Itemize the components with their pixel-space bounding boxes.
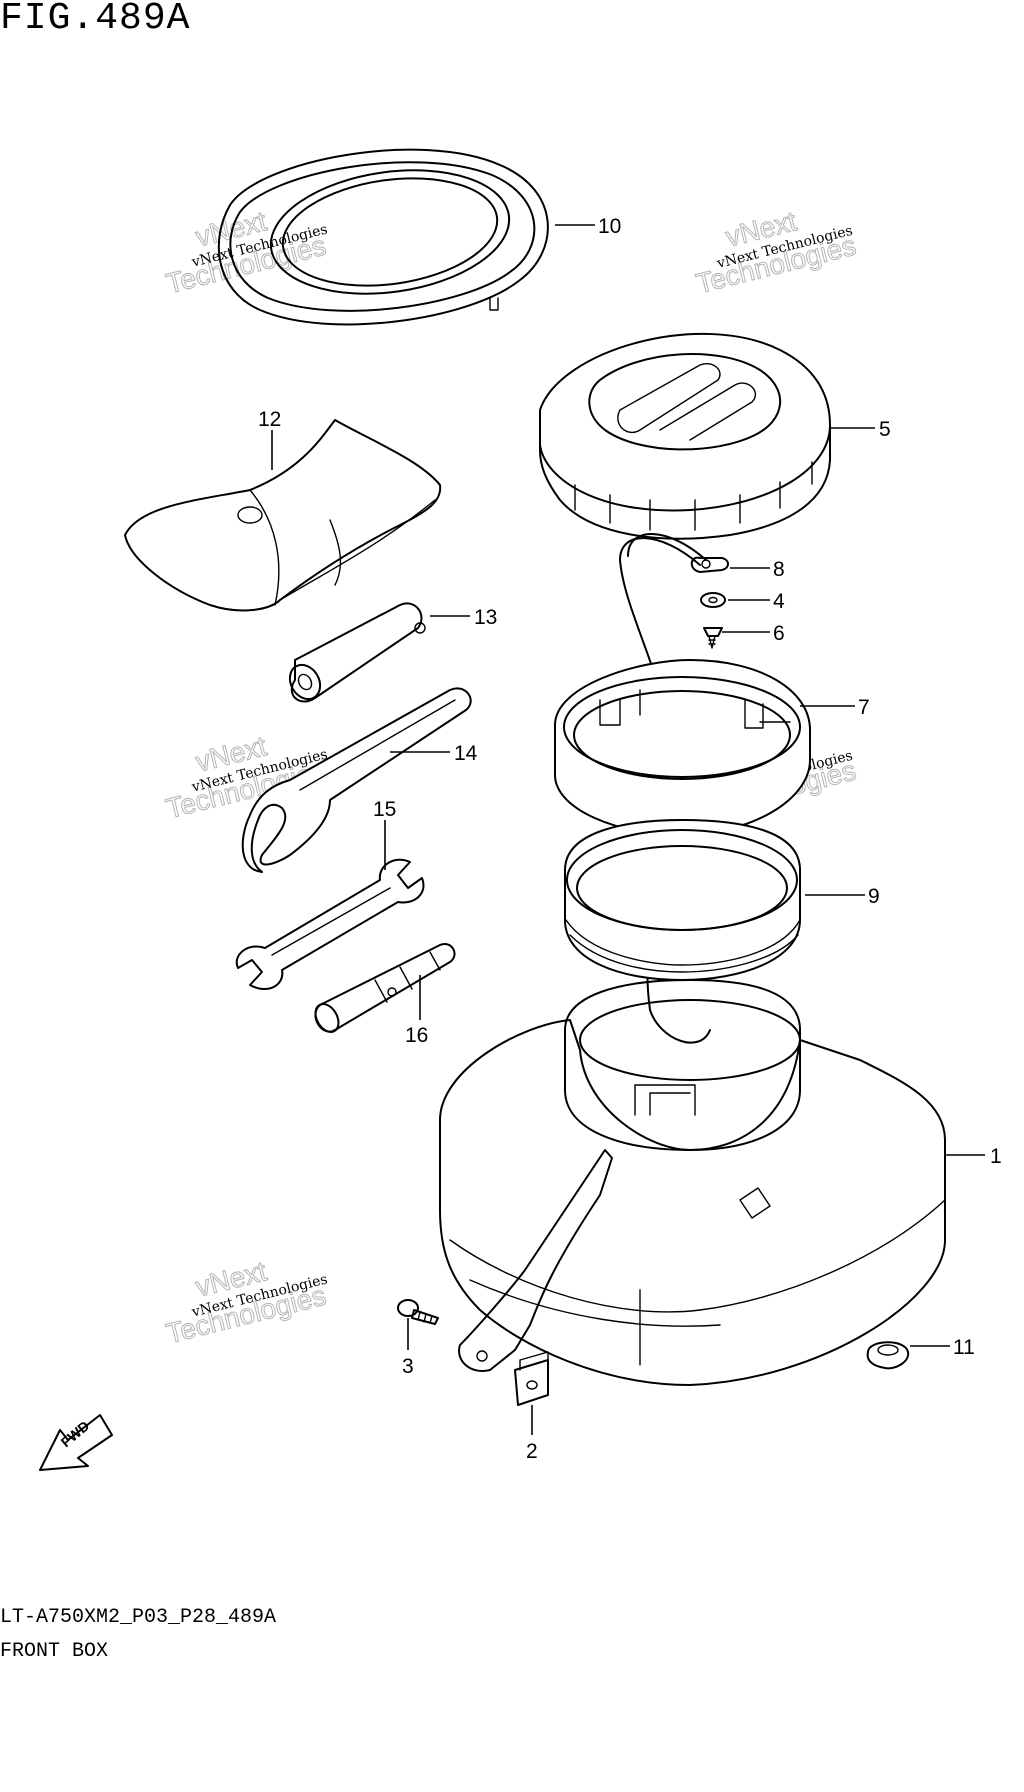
washer-part bbox=[700, 592, 726, 608]
front-box-body-part bbox=[439, 979, 946, 1386]
figure-title: FIG.489A bbox=[0, 0, 191, 40]
callout-1: 1 bbox=[990, 1145, 1002, 1168]
figure-code: LT-A750XM2_P03_P28_489A bbox=[0, 1606, 277, 1629]
screw-small-part bbox=[703, 627, 723, 649]
callout-15: 15 bbox=[373, 798, 396, 821]
leader-lines bbox=[271, 224, 985, 1435]
cap-part bbox=[539, 332, 831, 540]
plug-wrench-part bbox=[314, 943, 456, 1033]
ring-part bbox=[554, 659, 811, 836]
watermark-top-right: vNext Technologies vNext Technologies bbox=[692, 205, 859, 300]
callout-10: 10 bbox=[598, 215, 621, 238]
callout-7: 7 bbox=[858, 696, 870, 719]
callout-11: 11 bbox=[953, 1336, 975, 1359]
spanner-part bbox=[241, 687, 472, 873]
callout-labels: 10 5 12 8 4 6 13 7 14 15 9 16 1 3 11 2 bbox=[258, 215, 1002, 1463]
screw-part bbox=[397, 1299, 439, 1325]
callout-6: 6 bbox=[773, 622, 785, 645]
callout-12: 12 bbox=[258, 408, 281, 431]
grommet-part bbox=[866, 1341, 910, 1370]
handle-part bbox=[288, 602, 426, 703]
figure-name: FRONT BOX bbox=[0, 1640, 109, 1663]
callout-3: 3 bbox=[402, 1355, 414, 1378]
callout-14: 14 bbox=[454, 742, 478, 765]
seal-part bbox=[564, 819, 801, 981]
callout-2: 2 bbox=[526, 1440, 538, 1463]
watermark-bottom-left: vNext Technologies vNext Technologies bbox=[162, 1255, 329, 1350]
fwd-arrow-icon: FWD bbox=[39, 1414, 113, 1471]
tool-bag-part bbox=[124, 419, 442, 612]
gasket-part bbox=[217, 148, 549, 326]
eyelet-part bbox=[690, 556, 729, 573]
callout-16: 16 bbox=[405, 1024, 428, 1047]
callout-13: 13 bbox=[474, 606, 497, 629]
callout-5: 5 bbox=[879, 418, 891, 441]
callout-4: 4 bbox=[773, 590, 785, 613]
callout-9: 9 bbox=[868, 885, 880, 908]
callout-8: 8 bbox=[773, 558, 785, 581]
clip-part bbox=[514, 1351, 549, 1406]
wrench-part bbox=[235, 858, 425, 990]
